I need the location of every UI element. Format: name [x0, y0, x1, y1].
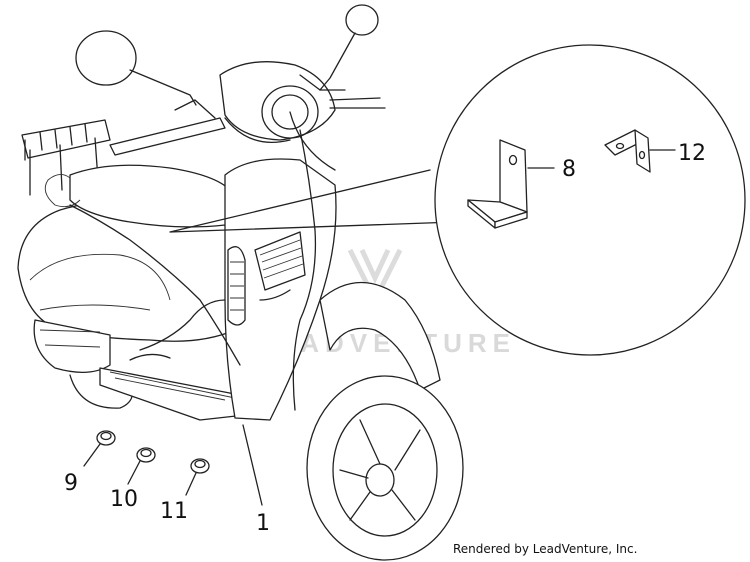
scooter-illustration: [17, 4, 464, 561]
grommet-part-10: [127, 447, 156, 485]
callout-11: 11: [160, 499, 188, 524]
horn-grille: [254, 231, 306, 291]
callout-9: 9: [64, 471, 78, 496]
left-mirror: [75, 30, 197, 106]
leader-part-1: [242, 424, 263, 506]
side-vent: [227, 246, 246, 326]
zoom-leader: [169, 169, 456, 233]
render-credit: Rendered by LeadVenture, Inc.: [453, 542, 637, 556]
callout-8: 8: [562, 157, 576, 182]
bracket-part-12: [604, 129, 676, 173]
callout-10: 10: [110, 487, 138, 512]
wiring-harness: [69, 111, 336, 411]
grommet-part-9: [83, 430, 116, 467]
front-wheel: [306, 375, 464, 561]
callout-1: 1: [256, 511, 270, 536]
handlebar-assembly: [109, 61, 386, 156]
front-fender: [319, 281, 441, 391]
callout-12: 12: [678, 141, 706, 166]
detail-callout-circle: [434, 44, 746, 356]
floorboard: [99, 367, 246, 421]
leg-shield: [224, 158, 337, 421]
bracket-part-8: [467, 139, 555, 229]
right-mirror: [319, 4, 379, 91]
luggage-rack: [21, 119, 111, 196]
grommet-part-11: [185, 458, 210, 496]
